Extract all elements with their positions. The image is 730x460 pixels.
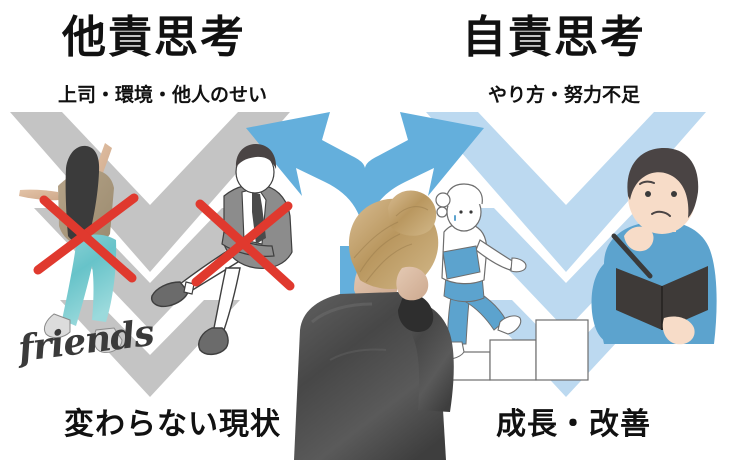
left-branch-outcome: 変わらない現状 — [64, 408, 281, 441]
right-branch-subtitle: やり方・努力不足 — [488, 85, 641, 106]
right-branch-outcome: 成長・改善 — [496, 408, 651, 441]
left-branch-title: 他責思考 — [62, 13, 246, 62]
right-branch-title: 自責思考 — [462, 13, 646, 62]
left-branch-subtitle: 上司・環境・他人のせい — [58, 85, 268, 106]
